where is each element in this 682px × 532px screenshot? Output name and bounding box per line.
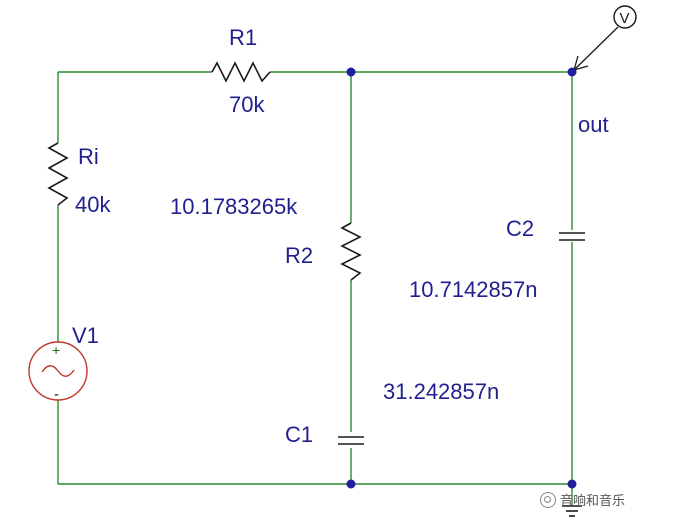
resistor-r1 — [211, 61, 271, 83]
c2-value-label: 10.7142857n — [409, 277, 537, 302]
node-top-right — [567, 67, 577, 77]
c1-value-label: 31.242857n — [383, 379, 499, 404]
node-bottom-middle — [346, 479, 356, 489]
r1-name-label: R1 — [229, 25, 257, 50]
r2-value-label: 10.1783265k — [170, 194, 298, 219]
source-minus-sign: - — [54, 386, 59, 403]
node-top-middle — [346, 67, 356, 77]
source-plus-sign: + — [52, 342, 60, 358]
voltage-probe: V — [573, 5, 637, 71]
probe-circle — [613, 5, 637, 29]
watermark-text: 音响和音乐 — [560, 494, 626, 509]
ac-source-v1: + - — [28, 341, 88, 403]
probe-label: V — [620, 10, 630, 27]
out-label: out — [578, 112, 609, 137]
v1-name-label: V1 — [72, 323, 99, 348]
watermark: 音响和音乐 — [540, 490, 625, 509]
resistor-r2 — [340, 222, 362, 281]
junction-nodes — [346, 67, 577, 489]
resistor-ri — [47, 142, 69, 206]
node-bottom-right — [567, 479, 577, 489]
c1-name-label: C1 — [285, 422, 313, 447]
wechat-icon — [540, 491, 556, 508]
c2-name-label: C2 — [506, 216, 534, 241]
capacitor-c2 — [559, 232, 585, 241]
capacitor-c1 — [338, 436, 364, 445]
ground-symbol — [562, 505, 582, 517]
r2-name-label: R2 — [285, 243, 313, 268]
ri-value-label: 40k — [75, 192, 111, 217]
ri-name-label: Ri — [78, 144, 99, 169]
r1-value-label: 70k — [229, 92, 265, 117]
